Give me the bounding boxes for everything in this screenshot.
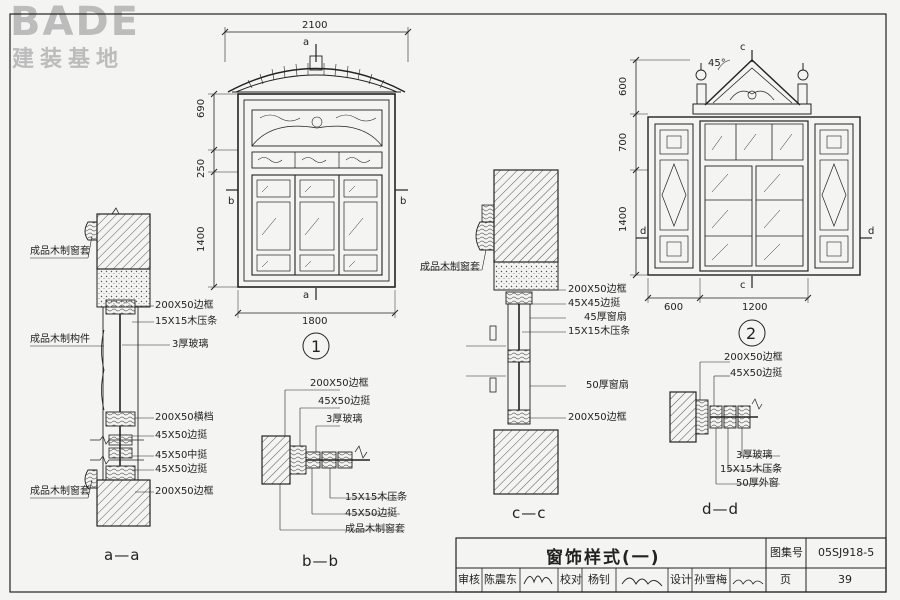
section-dd bbox=[669, 361, 780, 485]
section-cc bbox=[420, 169, 566, 495]
dim2-h1: 600 bbox=[618, 76, 629, 96]
cc-label-r1: 200X50边框 bbox=[568, 284, 627, 295]
angle-label: 45° bbox=[708, 58, 726, 69]
bb-label-t1: 200X50边框 bbox=[310, 378, 369, 389]
aa-label-r7: 45X50边挺 bbox=[155, 464, 208, 475]
dim-width-top: 2100 bbox=[302, 20, 328, 31]
aa-label-r1: 200X50边框 bbox=[155, 300, 214, 311]
sheet-title: 窗饰样式(一) bbox=[546, 548, 661, 568]
page-number: 39 bbox=[838, 573, 852, 586]
section-dd-title: d—d bbox=[702, 500, 740, 518]
review-label: 审核 bbox=[458, 573, 480, 586]
dim-h2: 250 bbox=[196, 158, 207, 178]
dd-label-b3: 50厚外窗 bbox=[736, 478, 779, 489]
bb-label-b3: 成品木制窗套 bbox=[345, 524, 405, 535]
cc-label-r2: 45X45边挺 bbox=[568, 298, 621, 309]
cc-label-r3: 45厚窗扇 bbox=[584, 312, 627, 323]
dim-width-bottom: 1800 bbox=[302, 316, 328, 327]
aa-label-l1: 成品木制窗套 bbox=[30, 246, 90, 257]
dd-label-b1: 3厚玻璃 bbox=[736, 450, 773, 461]
dim2-h3: 1400 bbox=[618, 206, 629, 232]
cc-label-r5: 50厚窗扇 bbox=[586, 380, 629, 391]
atlas-number: 05SJ918-5 bbox=[818, 546, 875, 559]
cut-mark-d-left: d bbox=[640, 226, 647, 237]
designer-name: 孙雪梅 bbox=[694, 573, 727, 586]
bb-label-t3: 3厚玻璃 bbox=[326, 414, 363, 425]
dim-h3: 1400 bbox=[196, 226, 207, 252]
aa-label-r5: 45X50边挺 bbox=[155, 430, 208, 441]
check-label: 校对 bbox=[560, 573, 582, 586]
bb-label-b1: 15X15木压条 bbox=[345, 492, 408, 503]
cc-label-l1: 成品木制窗套 bbox=[420, 262, 480, 273]
drawing-number-1: 1 bbox=[311, 337, 322, 356]
section-aa-title: a—a bbox=[104, 546, 141, 564]
title-block bbox=[455, 537, 887, 593]
sheet-border bbox=[9, 13, 887, 593]
cut-mark-b-right: b bbox=[400, 196, 407, 207]
cut-mark-c-top: c bbox=[740, 42, 746, 53]
bb-label-t2: 45X50边挺 bbox=[318, 396, 371, 407]
cc-label-r6: 200X50边框 bbox=[568, 412, 627, 423]
design-label: 设计 bbox=[670, 573, 692, 586]
dim2-h2: 700 bbox=[618, 132, 629, 152]
section-bb bbox=[261, 389, 400, 531]
cc-label-r4: 15X15木压条 bbox=[568, 326, 631, 337]
aa-label-r4: 200X50横档 bbox=[155, 412, 214, 423]
drawing-number-2: 2 bbox=[746, 324, 757, 343]
cut-mark-d-right: d bbox=[868, 226, 875, 237]
cut-mark-a-top: a bbox=[303, 37, 310, 48]
aa-label-l3: 成品木制窗套 bbox=[30, 486, 90, 497]
window-elevation-2 bbox=[630, 50, 872, 347]
section-aa bbox=[30, 207, 170, 527]
aa-label-l2: 成品木制构件 bbox=[30, 334, 90, 345]
logo-subtitle: 建装基地 bbox=[12, 47, 125, 72]
aa-label-r6: 45X50中挺 bbox=[155, 450, 208, 461]
dd-label-t2: 45X50边挺 bbox=[730, 368, 783, 379]
dim2-w1: 600 bbox=[664, 302, 684, 313]
dd-label-t1: 200X50边框 bbox=[724, 352, 783, 363]
cut-mark-c-bottom: c bbox=[740, 280, 746, 291]
logo-brand: BADE bbox=[10, 0, 140, 45]
checker-name: 杨钊 bbox=[588, 573, 610, 586]
bb-label-b2: 45X50边挺 bbox=[345, 508, 398, 519]
atlas-label: 图集号 bbox=[770, 546, 803, 559]
aa-label-r3: 3厚玻璃 bbox=[172, 339, 209, 350]
page-label: 页 bbox=[780, 573, 791, 586]
dim2-w2: 1200 bbox=[742, 302, 768, 313]
dd-label-b2: 15X15木压条 bbox=[720, 464, 783, 475]
section-bb-title: b—b bbox=[302, 552, 340, 570]
dim-h1: 690 bbox=[196, 98, 207, 118]
reviewer-name: 陈震东 bbox=[484, 573, 517, 586]
cut-mark-a-bottom: a bbox=[303, 290, 310, 301]
aa-label-r8: 200X50边框 bbox=[155, 486, 214, 497]
cut-mark-b-left: b bbox=[228, 196, 235, 207]
aa-label-r2: 15X15木压条 bbox=[155, 316, 218, 327]
window-elevation-1 bbox=[208, 27, 412, 360]
section-cc-title: c—c bbox=[512, 504, 547, 522]
